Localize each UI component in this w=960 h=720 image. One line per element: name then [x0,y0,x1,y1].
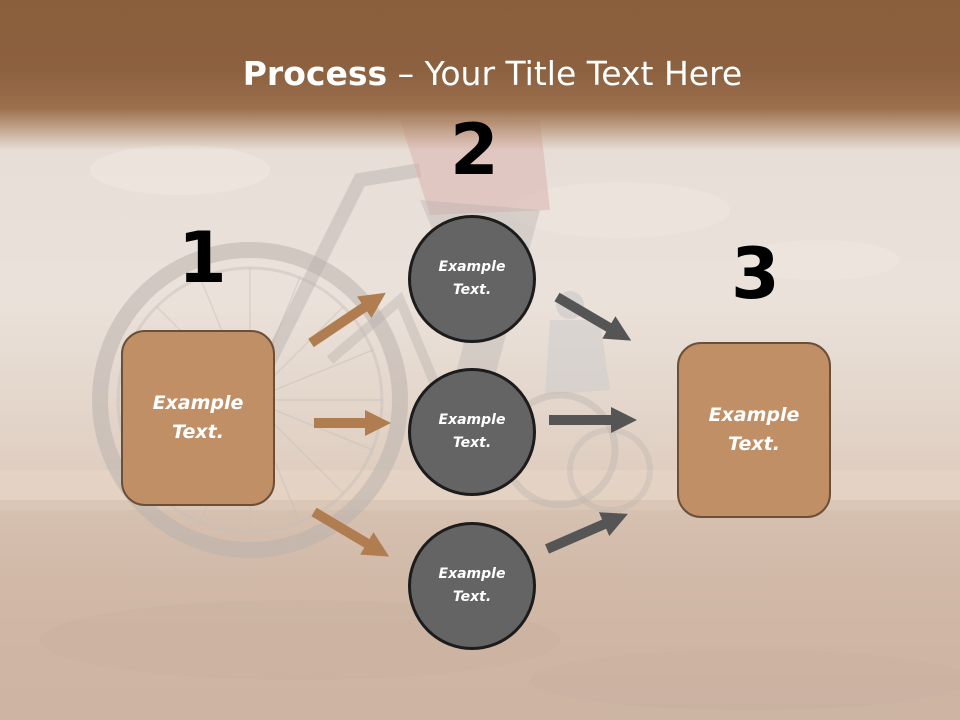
circle-top-text: Example Text. [438,259,506,298]
step-3-text: Example Text. [708,404,800,455]
step-3-number: 3 [731,233,780,315]
step-3-box[interactable]: Example Text. [677,342,831,518]
step-1-number: 1 [178,217,227,299]
arrow-bottom-to-step3 [545,512,628,554]
step-1-text: Example Text. [152,392,244,443]
step-2-circle-top[interactable]: Example Text. [408,215,536,343]
step-2-circle-bottom[interactable]: Example Text. [408,522,536,650]
slide-title: Process – Your Title Text Here [0,52,960,96]
title-bold: Process [242,54,388,93]
circle-middle-text: Example Text. [438,412,506,451]
circle-bottom-text: Example Text. [438,566,506,605]
arrow-step1-to-bottom [311,507,390,557]
step-2-number: 2 [450,109,499,191]
title-rest: – Your Title Text Here [387,54,743,93]
step-1-box[interactable]: Example Text. [121,330,275,506]
arrow-top-to-step3 [554,292,632,341]
arrow-step1-to-top [308,292,386,348]
title-band [0,0,960,150]
step-2-circle-middle[interactable]: Example Text. [408,368,536,496]
